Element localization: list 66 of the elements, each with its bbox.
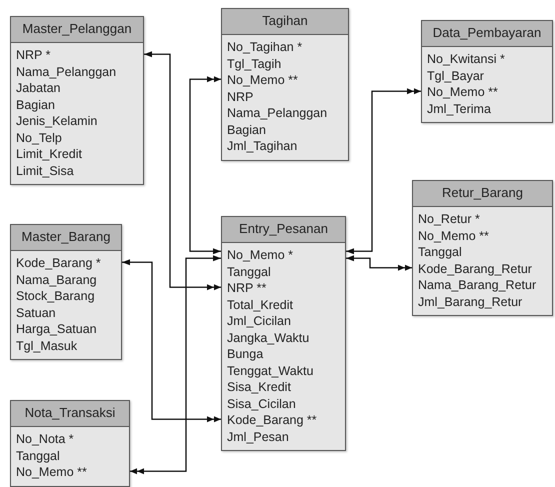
field-name: Nama_Pelanggan — [227, 105, 328, 122]
field-name: No_Memo ** — [418, 228, 490, 244]
entity-table — [10, 16, 144, 185]
field-name: Stock_Barang — [16, 288, 96, 304]
table-title: Master_Pelanggan — [11, 17, 143, 43]
field-name: Sisa_Kredit — [227, 379, 292, 396]
field-name: No_Memo * — [227, 247, 294, 264]
entity-table — [10, 400, 130, 486]
field-name: NRP — [227, 88, 254, 105]
entity-table — [221, 216, 346, 451]
field-name: Limit_Sisa — [16, 162, 75, 179]
table-title: Master_Barang — [11, 225, 121, 251]
field-name: Bagian — [227, 122, 267, 138]
relationship-arrow — [130, 255, 221, 474]
table-title: Entry_Pesanan — [222, 217, 345, 243]
field-name: Jml_Barang_Retur — [418, 294, 524, 310]
field-name: No_Kwitansi * — [427, 51, 506, 68]
field-name: Kode_Barang * — [16, 255, 102, 272]
relationship-arrow — [122, 259, 221, 422]
field-name: Sisa_Cicilan — [227, 396, 297, 412]
field-name: NRP * — [16, 47, 52, 64]
entity-table — [10, 224, 122, 360]
entity-table — [221, 8, 349, 160]
field-name: No_Nota * — [16, 431, 75, 448]
field-name: Kode_Barang ** — [227, 412, 318, 428]
field-name: No_Tagihan * — [227, 39, 304, 56]
field-name: Tanggal — [418, 244, 463, 260]
field-name: Jenis_Kelamin — [16, 113, 98, 130]
field-name: Jml_Tagihan — [227, 138, 298, 154]
field-name: No_Retur * — [418, 211, 481, 228]
field-name: Nama_Barang_Retur — [418, 277, 538, 294]
relationship-arrow — [189, 76, 221, 254]
entity-table — [412, 180, 553, 316]
field-name: No_Memo ** — [227, 72, 299, 88]
field-name: Tanggal — [16, 448, 61, 464]
field-name: Tgl_Masuk — [16, 338, 78, 354]
field-name: Tgl_Bayar — [427, 68, 485, 84]
field-name: No_Memo ** — [16, 464, 88, 480]
field-name: Satuan — [16, 304, 57, 321]
relationship-arrow — [346, 88, 421, 254]
relationship-arrow — [346, 255, 412, 271]
entity-table — [421, 20, 553, 123]
field-name: Jangka_Waktu — [227, 330, 310, 346]
field-name: Bunga — [227, 346, 264, 362]
field-name: Total_Kredit — [227, 296, 294, 313]
field-name: Nama_Pelanggan — [16, 64, 118, 80]
table-title: Retur_Barang — [413, 181, 552, 207]
field-name: Tenggat_Waktu — [227, 362, 314, 379]
field-name: Nama_Barang — [16, 272, 98, 288]
field-name: NRP ** — [227, 280, 268, 296]
field-name: Harga_Satuan — [16, 321, 98, 338]
field-name: No_Memo ** — [427, 84, 499, 100]
table-title: Tagihan — [222, 9, 348, 35]
relationship-arrow — [144, 51, 221, 290]
field-name: Kode_Barang_Retur — [418, 260, 533, 277]
field-name: No_Telp — [16, 130, 63, 146]
table-title: Nota_Transaksi — [11, 401, 129, 427]
field-name: Tanggal — [227, 264, 272, 280]
field-name: Jml_Terima — [427, 100, 492, 117]
field-name: Jml_Pesan — [227, 428, 290, 445]
field-name: Tgl_Tagih — [227, 56, 282, 72]
field-name: Jml_Cicilan — [227, 313, 292, 330]
field-name: Jabatan — [16, 80, 62, 96]
table-title: Data_Pembayaran — [422, 21, 552, 47]
field-name: Bagian — [16, 96, 56, 113]
field-name: Limit_Kredit — [16, 146, 83, 162]
